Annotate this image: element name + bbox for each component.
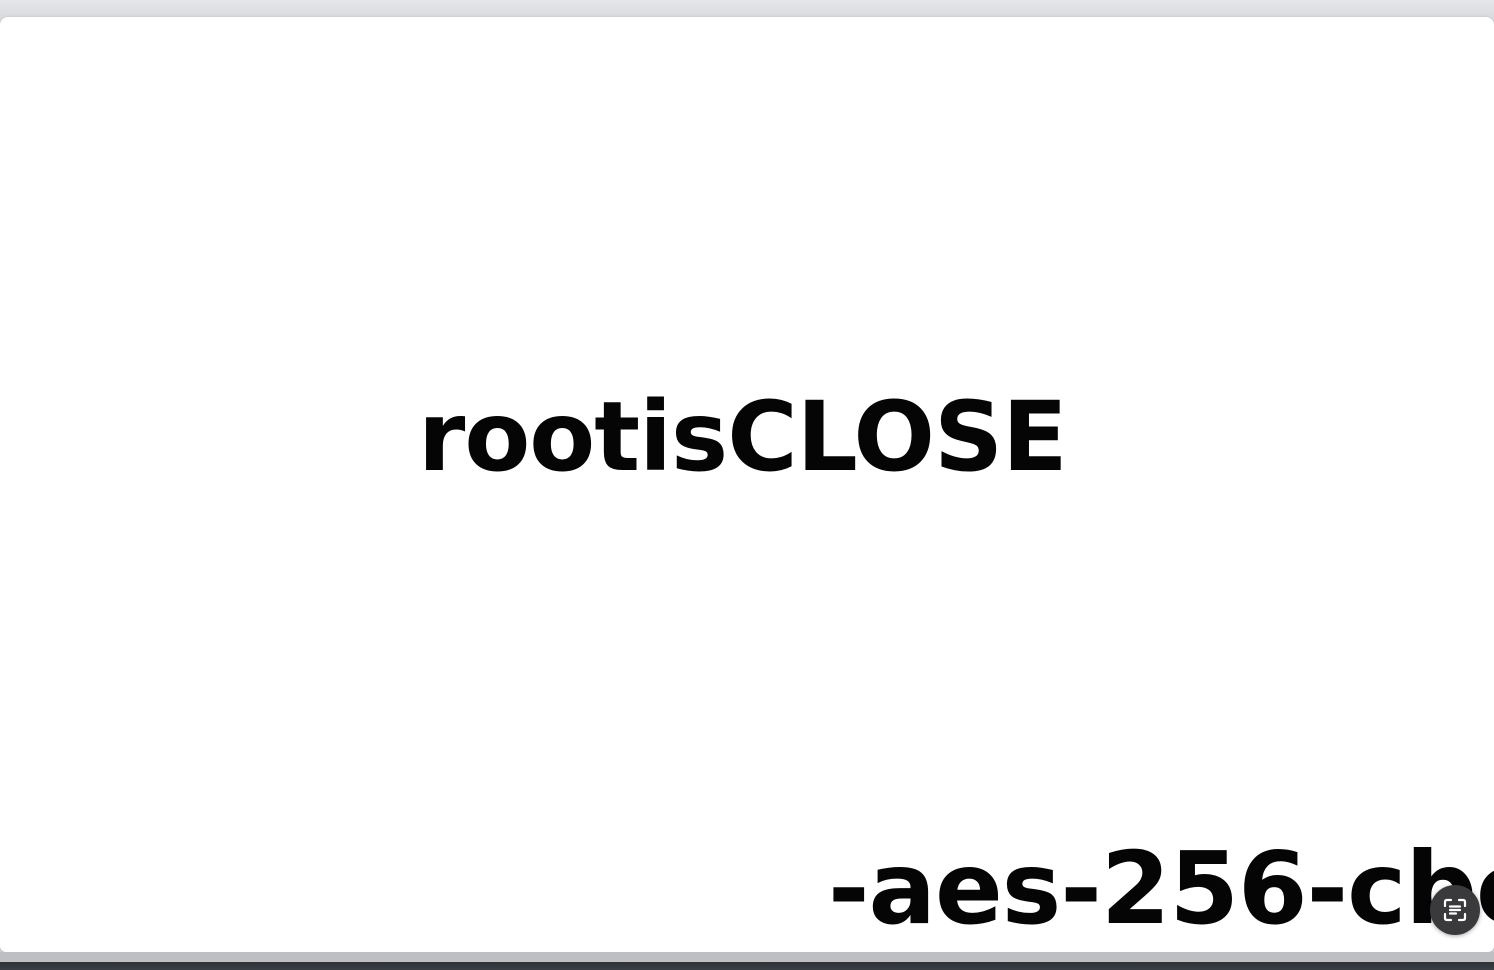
desktop-backdrop-bottom: [0, 952, 1494, 970]
window-backdrop-top: [0, 0, 1494, 18]
image-text-line-1: rootisCLOSE: [418, 381, 1068, 493]
live-text-icon: [1443, 898, 1467, 922]
live-text-button[interactable]: [1430, 885, 1480, 935]
image-preview-window: rootisCLOSE -aes-256-cbc: [0, 17, 1494, 952]
image-text-line-2: -aes-256-cbc: [828, 830, 1494, 947]
